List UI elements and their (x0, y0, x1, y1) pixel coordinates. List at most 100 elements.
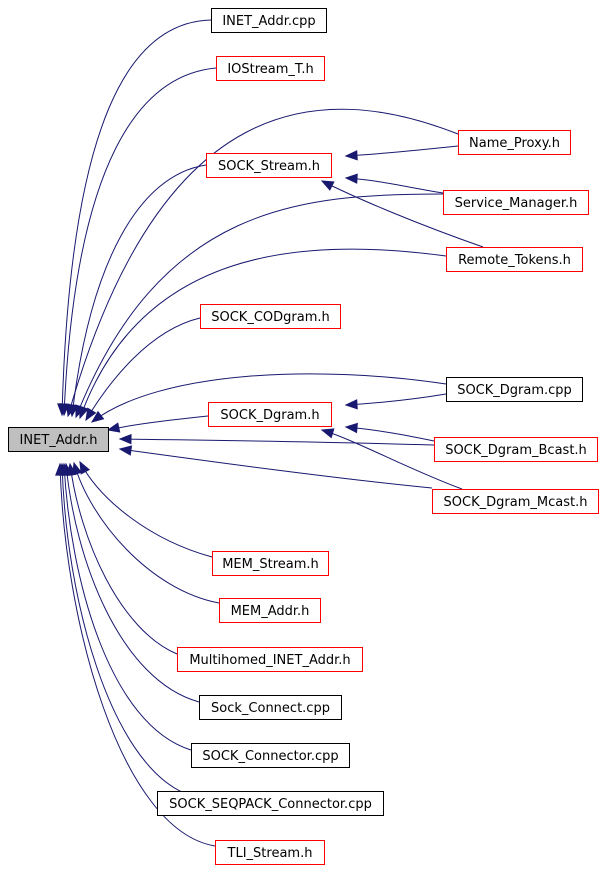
node-mem-addr-h[interactable]: MEM_Addr.h (219, 598, 321, 623)
node-box[interactable] (446, 247, 583, 272)
node-label: Name_Proxy.h (469, 136, 560, 151)
arrowhead (106, 422, 121, 433)
edge-tli_stream_h-to-inet_addr_h (55, 462, 216, 847)
arrowhead (85, 407, 97, 422)
node-box[interactable] (446, 377, 583, 402)
node-box[interactable] (199, 695, 342, 720)
node-box[interactable] (208, 402, 332, 427)
arrowhead (55, 462, 66, 476)
edge-line (61, 463, 185, 794)
node-label: Remote_Tokens.h (458, 253, 571, 268)
edge-line (63, 67, 217, 416)
edge-remote_tokens_h-to-inet_addr_h (78, 248, 447, 420)
node-sock-connect-cpp[interactable]: Sock_Connect.cpp (199, 695, 342, 720)
arrowhead (320, 180, 335, 191)
edge-line (85, 317, 201, 421)
edge-line (321, 180, 484, 248)
node-box[interactable] (157, 791, 384, 816)
node-tli-stream-h[interactable]: TLI_Stream.h (215, 840, 325, 865)
node-name-proxy-h[interactable]: Name_Proxy.h (458, 130, 571, 155)
arrowhead (90, 410, 105, 423)
arrowhead (320, 428, 335, 439)
node-box[interactable] (206, 153, 332, 178)
edge-sock_seqpack_connector_cpp-to-inet_addr_h (57, 462, 185, 794)
node-iostream-t-h[interactable]: IOStream_T.h (216, 56, 325, 81)
node-box[interactable] (443, 190, 589, 215)
node-label: INET_Addr.cpp (222, 14, 315, 29)
edge-sock_stream_h-to-inet_addr_h (68, 164, 207, 418)
node-label: SOCK_SEQPACK_Connector.cpp (169, 797, 372, 812)
node-sock-seqpack-connector-cpp[interactable]: SOCK_SEQPACK_Connector.cpp (157, 791, 384, 816)
edge-line (345, 426, 435, 442)
node-box[interactable] (191, 743, 350, 768)
arrowhead (344, 422, 358, 434)
arrowhead (344, 150, 358, 161)
node-inet-addr-cpp[interactable]: INET_Addr.cpp (211, 8, 327, 33)
edge-line (73, 462, 220, 604)
node-multihomed-inet-addr-h[interactable]: Multihomed_INET_Addr.h (177, 647, 363, 672)
node-label: SOCK_Dgram.h (220, 408, 319, 423)
node-label: TLI_Stream.h (227, 846, 313, 861)
edge-line (345, 145, 459, 157)
arrowhead (78, 405, 89, 420)
edge-line (75, 193, 444, 418)
edges-layer (55, 19, 484, 847)
edge-line (65, 463, 200, 703)
arrowhead (118, 433, 132, 445)
arrowhead (344, 399, 358, 410)
edge-sock_dgram_h-to-inet_addr_h (106, 415, 209, 433)
edge-line (345, 393, 447, 406)
node-label: Service_Manager.h (455, 196, 578, 211)
node-label: IOStream_T.h (227, 62, 313, 77)
node-box[interactable] (219, 598, 321, 623)
node-sock-dgram-cpp[interactable]: SOCK_Dgram.cpp (446, 377, 583, 402)
node-label: SOCK_Dgram_Mcast.h (444, 495, 588, 510)
edge-line (107, 415, 209, 431)
node-mem-stream-h[interactable]: MEM_Stream.h (212, 551, 329, 576)
node-box[interactable] (200, 304, 341, 329)
node-label: Sock_Connect.cpp (211, 701, 330, 716)
edge-line (345, 177, 444, 194)
node-label: SOCK_CODgram.h (211, 310, 330, 325)
node-box[interactable] (458, 130, 571, 155)
node-box[interactable] (434, 437, 598, 462)
arrowhead (344, 173, 358, 184)
node-box[interactable] (212, 551, 329, 576)
node-sock-dgram-h[interactable]: SOCK_Dgram.h (208, 402, 332, 427)
edge-sock_dgram_cpp-to-sock_dgram_h (344, 393, 447, 410)
node-sock-stream-h[interactable]: SOCK_Stream.h (206, 153, 332, 178)
node-box[interactable] (432, 489, 599, 514)
node-sock-codgram-h[interactable]: SOCK_CODgram.h (200, 304, 341, 329)
edge-line (59, 463, 216, 847)
edge-line (321, 429, 463, 490)
edge-line (91, 373, 447, 423)
node-box (8, 427, 109, 452)
node-box[interactable] (216, 56, 325, 81)
node-remote-tokens-h[interactable]: Remote_Tokens.h (446, 247, 583, 272)
edge-multihomed_inet_addr_h-to-inet_addr_h (66, 462, 178, 655)
node-label: SOCK_Connector.cpp (202, 749, 338, 764)
edge-sock_dgram_mcast_h-to-sock_dgram_h (320, 428, 463, 490)
edge-line (69, 463, 178, 655)
node-label: SOCK_Dgram.cpp (457, 383, 572, 398)
node-sock-connector-cpp[interactable]: SOCK_Connector.cpp (191, 743, 350, 768)
edge-sock_dgram_bcast_h-to-sock_dgram_h (344, 422, 435, 442)
node-service-manager-h[interactable]: Service_Manager.h (443, 190, 589, 215)
node-box[interactable] (211, 8, 327, 33)
edge-line (71, 164, 207, 417)
arrowhead (79, 460, 90, 475)
edge-name_proxy_h-to-sock_stream_h (344, 145, 459, 161)
edge-line (79, 461, 213, 558)
edge-line (119, 448, 433, 489)
node-box[interactable] (177, 647, 363, 672)
edge-line (67, 108, 459, 417)
edge-sock_codgram_h-to-inet_addr_h (85, 317, 201, 422)
node-sock-dgram-mcast-h[interactable]: SOCK_Dgram_Mcast.h (432, 489, 599, 514)
node-box[interactable] (215, 840, 325, 865)
edge-iostream_t_h-to-inet_addr_h (59, 67, 217, 417)
node-sock-dgram-bcast-h[interactable]: SOCK_Dgram_Bcast.h (434, 437, 598, 462)
edge-sock_dgram_mcast_h-to-inet_addr_h (118, 445, 433, 489)
edge-line (79, 248, 447, 419)
node-label: Multihomed_INET_Addr.h (189, 653, 350, 668)
